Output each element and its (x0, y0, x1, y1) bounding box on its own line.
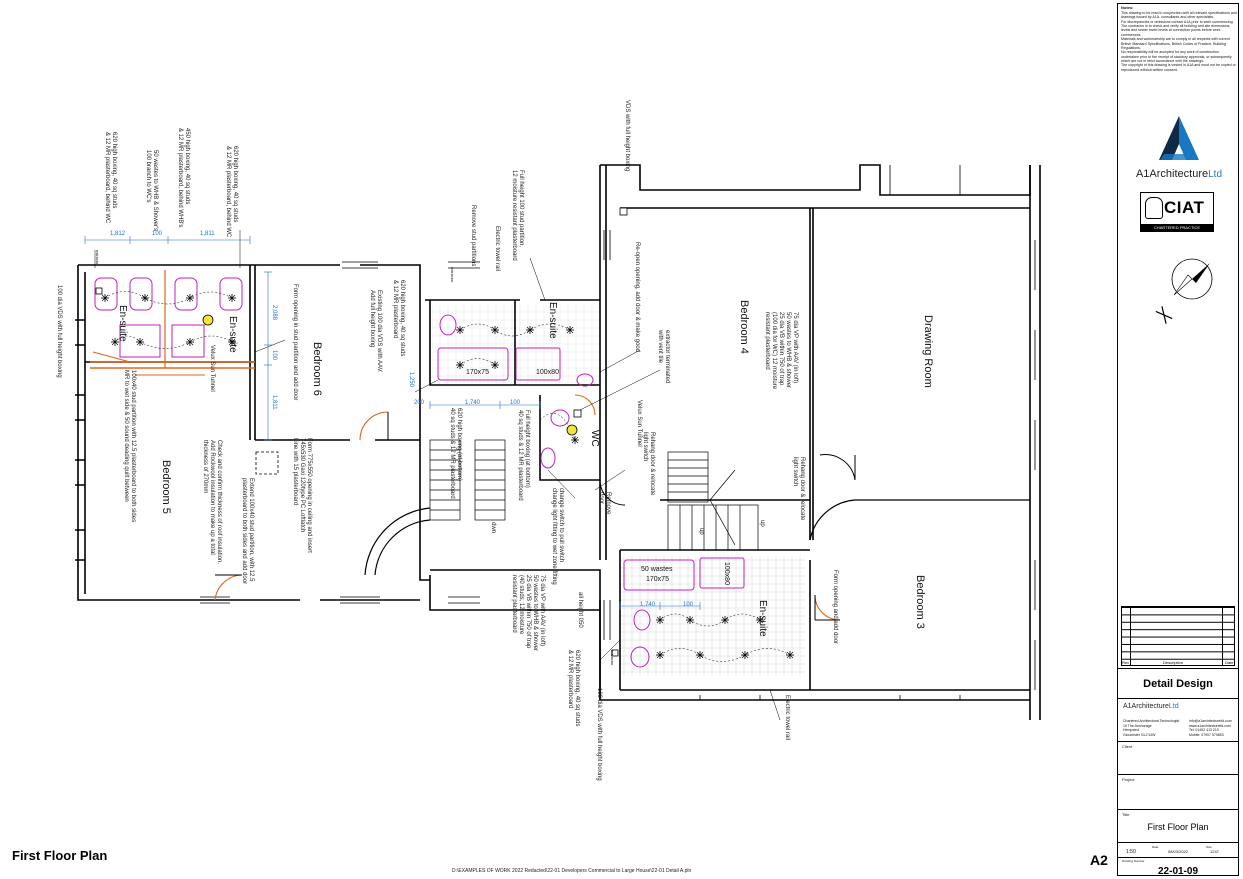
note-extend-stud: Extend 100x40 stud partition, with 12.5 … (241, 478, 254, 585)
dim-1250: 1,250 (408, 372, 414, 388)
dim-1812: 1,812 (110, 231, 126, 237)
room-ensuite-left-2: En-suite (227, 316, 238, 353)
file-path: D:\EXAMPLES OF WORK 2022 Redacted\22-01 … (452, 868, 692, 874)
room-ensuite-mid: En-suite (547, 302, 558, 339)
note-vp-75-top: 75 dia VP with AAV (in loft) 50 wastes t… (764, 312, 798, 390)
dim-1740-a: 1,740 (465, 400, 481, 406)
note-boxing-620-mid: 620 high boxing, 40 sq studs & 12 MR pla… (392, 280, 405, 357)
ciat-text: CIAT (1164, 198, 1205, 217)
project-label: Project (1122, 777, 1135, 782)
note-boxing-620-stair: 620 high boxing (at bottom) 40 sq studs … (449, 408, 462, 499)
note-all-height: all height 050 (577, 592, 583, 628)
note-rehang-2: Rehang door & relocate light switch (792, 457, 805, 521)
note-extractor: extractor terminated with vent tile (657, 330, 670, 384)
room-bedroom-6: Bedroom 6 (311, 342, 323, 396)
revision-table (1121, 606, 1235, 666)
date-label: Date (1152, 845, 1159, 849)
company-contact: info@a1architectureltd.com www.a1archite… (1189, 719, 1232, 737)
note-boxing-wc-2: 620 high boxing, 40 sq studs & 12 MR pla… (225, 146, 238, 238)
note-full-height-stud: Full height 100 stud partition, 12 moist… (511, 170, 524, 261)
date-value: 08/03/2022 (1168, 849, 1189, 854)
drawing-number: 22-01-09 (1157, 866, 1199, 877)
size-value: 1247 (1210, 849, 1219, 854)
room-bedroom-4: Bedroom 4 (738, 300, 750, 354)
note-remove-door: Remove door (598, 492, 611, 515)
note-boxing-620-low: 620 high boxing, 40 sq studs & 12 MR pla… (567, 650, 580, 727)
ciat-badge: CIAT CHARTERED PRACTICE (1140, 192, 1214, 232)
note-full-height-boxing: Full height boxing (at bottom) 40 sq stu… (517, 410, 530, 501)
company-address: Chartered Architectural Technologist 10 … (1123, 719, 1180, 737)
title-block: Notes: This drawing to be read in conjun… (1117, 3, 1239, 877)
note-reopen: Re-open opening, add door & make good (634, 242, 640, 353)
dim-100-b: 100 (271, 350, 277, 361)
dim-100-c: 100 (510, 400, 521, 406)
sheet-size: A2 (1090, 852, 1108, 868)
scale-value: 1:50 (1126, 849, 1136, 855)
note-check-insulation: Check and confirm thickness of roof insu… (202, 440, 222, 565)
brand-logo-text: A1ArchitectureLtd (1135, 168, 1223, 180)
drawing-number-label: Drawing Number (1122, 859, 1145, 863)
size-label: Size (1206, 845, 1212, 849)
note-dwn: dwn (490, 522, 496, 534)
note-stud-partition: 100x40 stud partition with 12.5 plasterb… (123, 370, 136, 523)
rev-col-rev: Rev (1122, 660, 1130, 665)
note-vds-low: 100 dia VDS with full height boxing (596, 688, 602, 781)
note-vds-left: 100 dia VDS with full height boxing (56, 285, 62, 378)
fixture-extractor-3: extractor (610, 650, 615, 666)
client-label: Client (1122, 744, 1133, 749)
note-rehang-1: Rehang door & relocate light switch (642, 432, 655, 496)
note-velux-1: Velux Sun Tunnel (209, 345, 215, 392)
note-electric-rail-2: Electric towel rail (784, 695, 790, 741)
room-bedroom-3: Bedroom 3 (914, 575, 926, 629)
dim-1811-a: 1,811 (200, 231, 215, 237)
fixture-shower-2: 100x80 (723, 562, 730, 585)
ciat-seal-icon (1145, 197, 1163, 219)
note-form-opening: Form opening in stud partition and add d… (292, 284, 298, 401)
dim-100-a: 100 (152, 231, 163, 237)
note-boxing-whb: 450 high boxing, 40 sq studs & 12 MR pla… (177, 128, 190, 228)
ciat-subtitle: CHARTERED PRACTICE (1141, 224, 1213, 231)
fixture-extractor-2: extractor (450, 267, 455, 283)
dim-1740-b: 1,740 (640, 602, 656, 608)
room-ensuite-lower: En-suite (757, 600, 768, 637)
note-wastes: 50 wastes to WHB & Shower's 100 branch t… (145, 150, 158, 232)
note-remove-stud: Remove stud partitions (470, 205, 476, 267)
stage-title: Detail Design (1143, 678, 1213, 690)
note-up-2: up (698, 528, 704, 535)
dim-200: 200 (414, 400, 425, 406)
note-form-opening-low: Form opening and add door (832, 570, 838, 645)
dim-100-d: 100 (683, 602, 694, 608)
a1-logo-icon (1159, 116, 1199, 160)
rev-col-desc: Description (1163, 660, 1184, 665)
room-wc: WC (589, 430, 600, 447)
fixture-bath-1: 170x75 (466, 369, 489, 376)
fixture-shower-1: 100x80 (536, 369, 559, 376)
fixture-extractor-1: extractor (95, 250, 100, 266)
note-boxing-wc-1: 620 high boxing, 40 sq studs & 12 MR pla… (104, 132, 117, 224)
room-ensuite-left-1: En-suite (117, 305, 128, 342)
drawing-title: First Floor Plan (1147, 822, 1209, 832)
note-vds-top: VDS with full height boxing (624, 100, 630, 172)
room-bedroom-5: Bedroom 5 (160, 460, 172, 514)
north-arrow-icon (1155, 258, 1213, 324)
rev-col-date: Date (1225, 660, 1234, 665)
fixture-bath-2: 170x75 (646, 576, 669, 583)
fixture-wastes: 50 wastes (641, 566, 673, 573)
company-logo: A1ArchitectureLtd (1123, 703, 1179, 710)
notes-heading: Notes: (1121, 5, 1134, 10)
note-form-ceiling: Form 775x550 opening in ceiling and inse… (292, 438, 312, 553)
dim-1811-b: 1,811 (271, 395, 277, 410)
room-drawing-room: Drawing Room (922, 315, 934, 388)
note-vp-75-low: 75 dia VP with AAV (in loft) 50 wastes t… (511, 575, 545, 652)
title-block-notes: Notes: This drawing to be read in conjun… (1121, 5, 1237, 72)
note-up-1: up (759, 520, 765, 527)
note-change-switch: change switch to pull switch change ligh… (551, 488, 564, 585)
note-existing-vds: Existing 100 dia VDS with AAV. Add full … (369, 290, 382, 373)
note-electric-rail-1: Electric towel rail (494, 226, 500, 272)
dim-2088: 2,088 (271, 305, 277, 321)
title-label: Title (1122, 812, 1130, 817)
notes-text: This drawing to be read in conjunction w… (1121, 10, 1237, 72)
plan-title: First Floor Plan (12, 848, 108, 863)
